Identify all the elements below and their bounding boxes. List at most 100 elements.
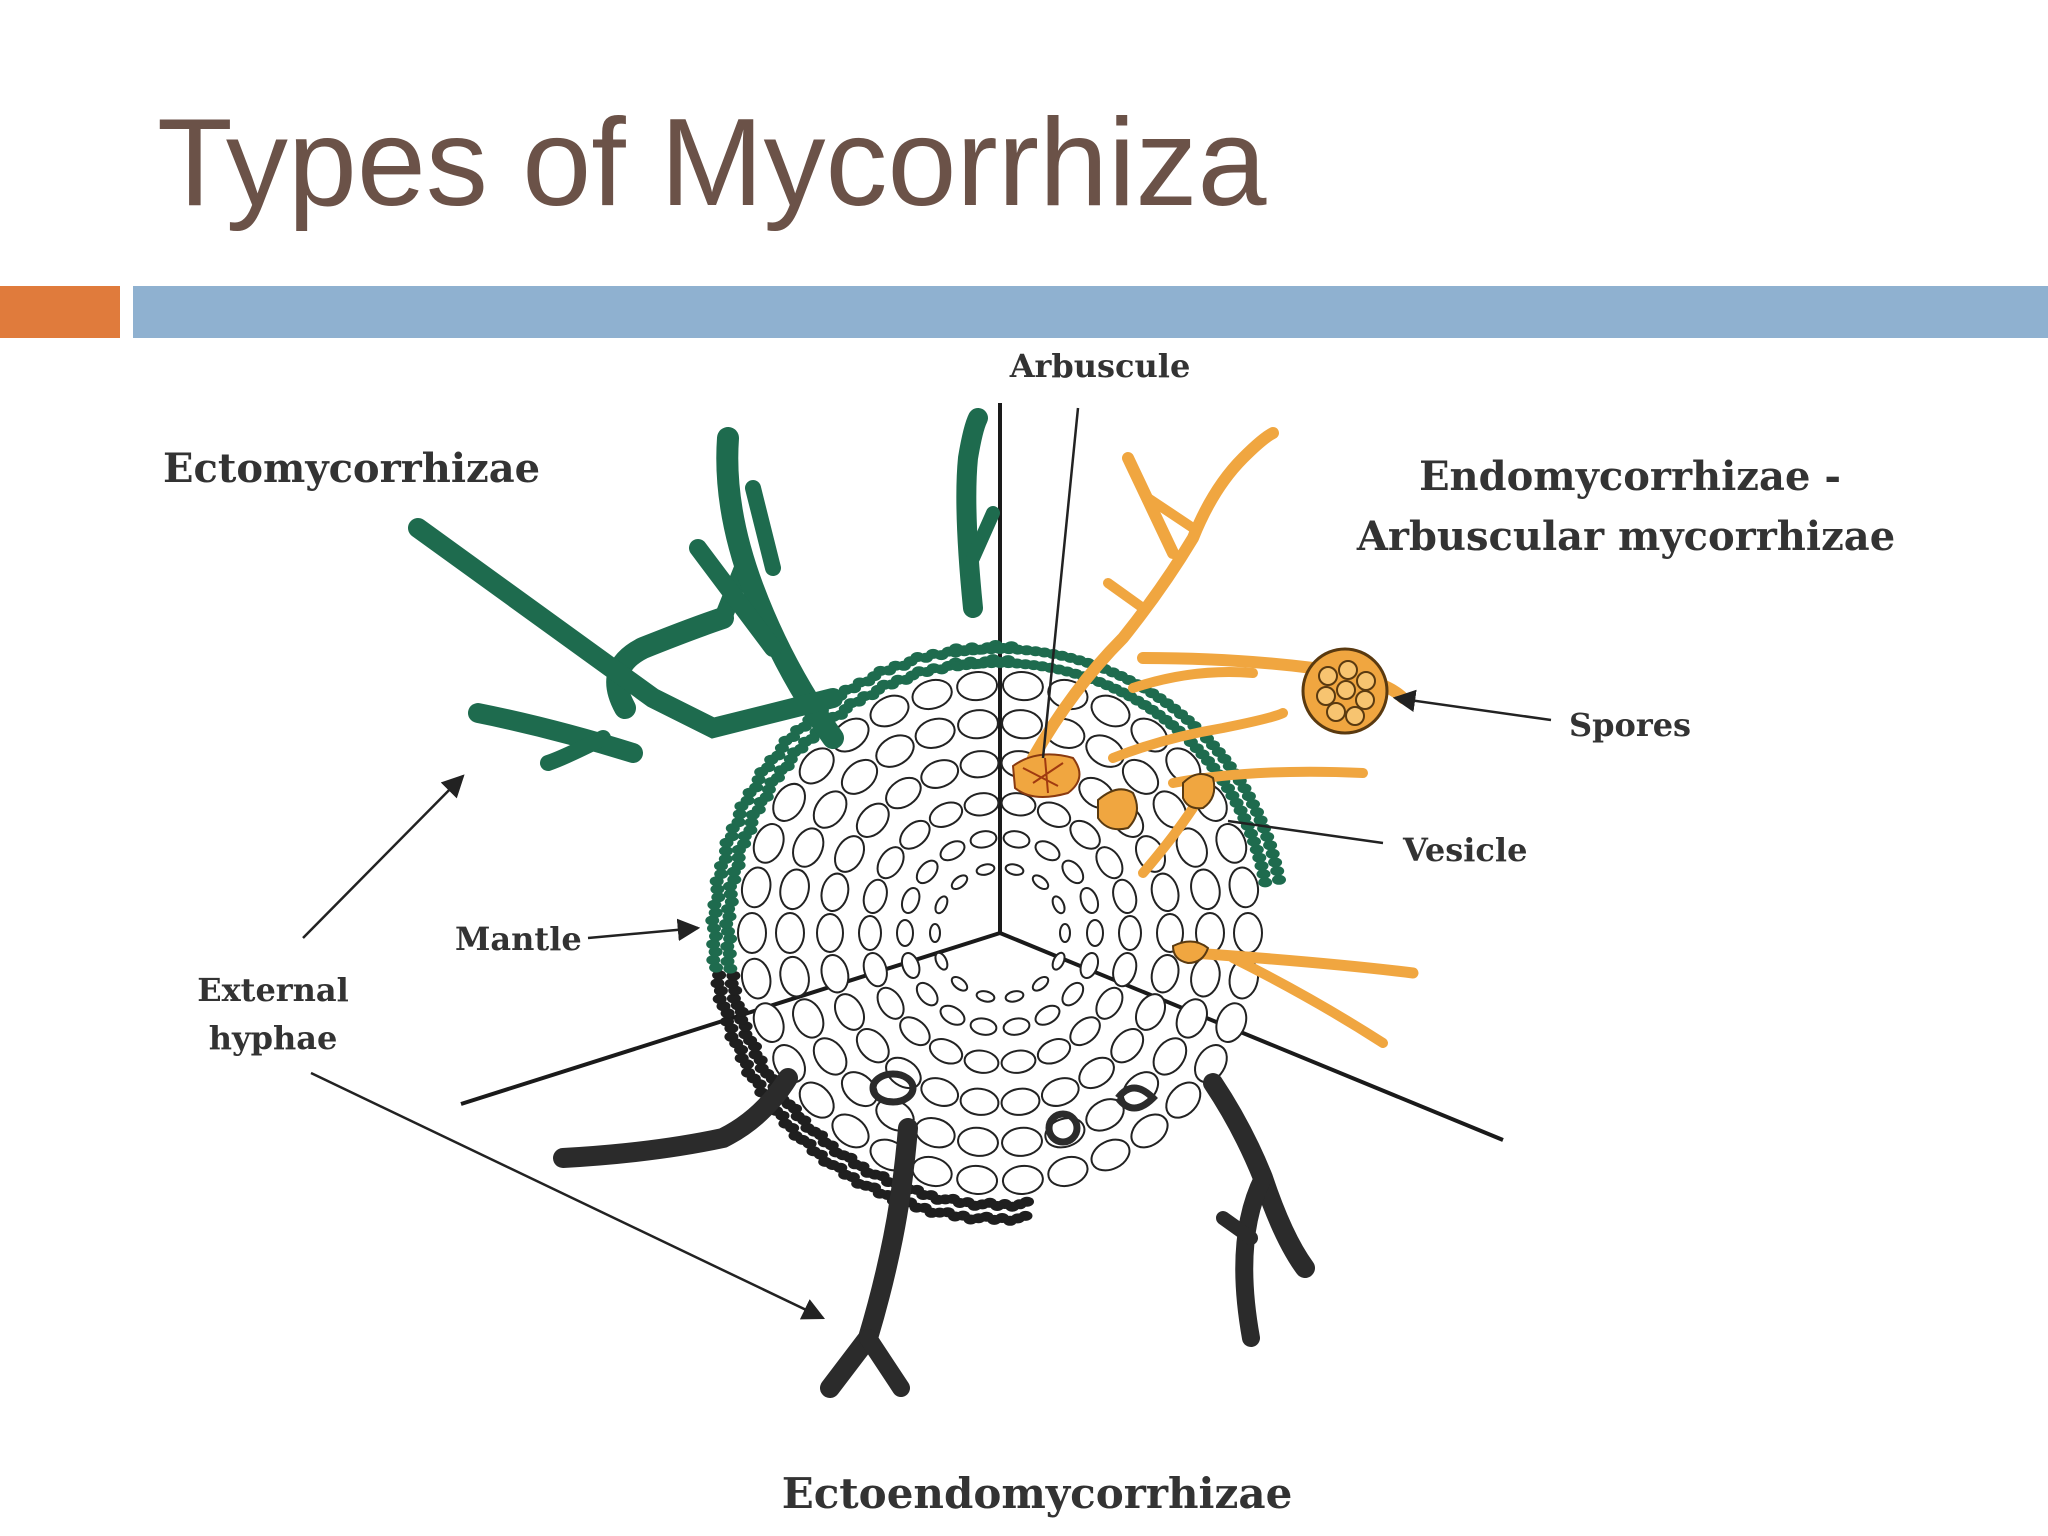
mantle-dot [778, 1118, 793, 1129]
root-cross-section [737, 671, 1263, 1195]
root-cell [862, 951, 888, 988]
mantle-dot [734, 1053, 749, 1064]
root-cell [833, 993, 866, 1031]
mantle-dot [751, 774, 766, 785]
root-cell [1121, 758, 1160, 795]
mantle-dot [1250, 807, 1264, 818]
mantle-dot [718, 854, 733, 864]
mantle-dot [706, 939, 721, 950]
root-cell [1233, 912, 1263, 954]
root-cell [900, 951, 921, 980]
root-cell [1002, 830, 1031, 849]
mantle-dot [1237, 783, 1252, 794]
root-cell [1175, 998, 1208, 1039]
mantle-dot [741, 1067, 756, 1078]
root-cell [1095, 846, 1124, 880]
mantle-dot [732, 809, 747, 820]
root-cell [1069, 1016, 1101, 1047]
root-cell [929, 923, 941, 943]
root-cell [1001, 709, 1043, 740]
root-cell [876, 846, 905, 880]
root-cell [869, 694, 910, 728]
root-cell [915, 859, 939, 885]
root-cell [928, 801, 964, 828]
root-cell [1134, 993, 1167, 1031]
mantle-dot [1229, 797, 1244, 808]
root-cell [1110, 1028, 1145, 1064]
label-mantle: Mantle [455, 920, 582, 958]
label-arbuscule: Arbuscule [1009, 347, 1191, 385]
root-cell [920, 759, 960, 789]
root-cell [957, 709, 999, 740]
root-cell [1036, 1038, 1072, 1065]
root-cell [959, 750, 1000, 779]
mantle-dot [707, 923, 721, 934]
mantle-dot [740, 795, 755, 806]
mantle-dot [744, 817, 759, 828]
mantle-dot [708, 946, 723, 957]
root-cell [820, 872, 850, 913]
root-cell [934, 951, 949, 971]
label-vesicle: Vesicle [1402, 831, 1527, 869]
mantle-dot [708, 907, 723, 918]
root-cell [812, 790, 848, 829]
root-cell [975, 990, 996, 1003]
root-cell [975, 863, 996, 876]
mantle-dot [721, 926, 735, 937]
mantle-dot [761, 762, 776, 773]
root-cell [1069, 819, 1101, 850]
mantle-dot [720, 941, 735, 952]
root-cell [1086, 919, 1104, 947]
root-cell [1090, 694, 1131, 728]
mantle-dot [738, 1029, 753, 1040]
mantle-dot [743, 825, 758, 836]
root-cell [792, 827, 825, 868]
root-cell [752, 1002, 785, 1043]
root-cell [914, 717, 956, 749]
mantle-dot [714, 869, 729, 879]
mantle-dot [727, 874, 742, 885]
root-cell [899, 819, 931, 850]
root-cell [1165, 1081, 1202, 1119]
root-cell [740, 957, 772, 1000]
label-spores: Spores [1569, 706, 1691, 744]
mantle-dot [712, 970, 727, 981]
root-cell [1036, 801, 1072, 828]
mantle-dot [1241, 791, 1256, 802]
mantle-dot [710, 884, 725, 895]
label-ectomycorrhizae: Ectomycorrhizae [163, 445, 540, 492]
root-cell [812, 1037, 848, 1076]
root-cell [939, 840, 966, 862]
root-cell [831, 1113, 870, 1149]
root-cell [1194, 1044, 1228, 1084]
root-cell [1000, 1087, 1041, 1116]
root-cell [1002, 1017, 1031, 1036]
mantle-dot [706, 955, 721, 965]
root-cell [1000, 1049, 1037, 1074]
root-cell [1215, 823, 1248, 864]
root-cell [1001, 1164, 1044, 1195]
mantle-dot [788, 1130, 803, 1141]
root-cell [792, 998, 825, 1039]
mantle-dot [1247, 836, 1261, 847]
mantle-dot [759, 791, 774, 802]
mantle-dot [1260, 831, 1275, 842]
mantle-dot [737, 838, 752, 849]
root-cell [963, 1049, 1000, 1074]
root-cell [1079, 886, 1100, 915]
mantle-dot [1265, 848, 1280, 859]
root-cell [1150, 872, 1180, 913]
hyphal-coils [869, 1070, 1158, 1146]
mantle-dot [724, 978, 739, 989]
pointer-lines [302, 407, 1552, 1320]
root-cell [779, 868, 810, 911]
root-cell [915, 981, 939, 1007]
root-cell [1031, 874, 1050, 891]
root-cell [899, 1016, 931, 1047]
root-cell [1090, 1138, 1131, 1172]
mantle-dot [1254, 860, 1269, 871]
root-cell [1051, 895, 1066, 915]
mantle-dot [1252, 852, 1267, 863]
root-cell [959, 1087, 1000, 1116]
mantle-dot [1253, 815, 1268, 826]
